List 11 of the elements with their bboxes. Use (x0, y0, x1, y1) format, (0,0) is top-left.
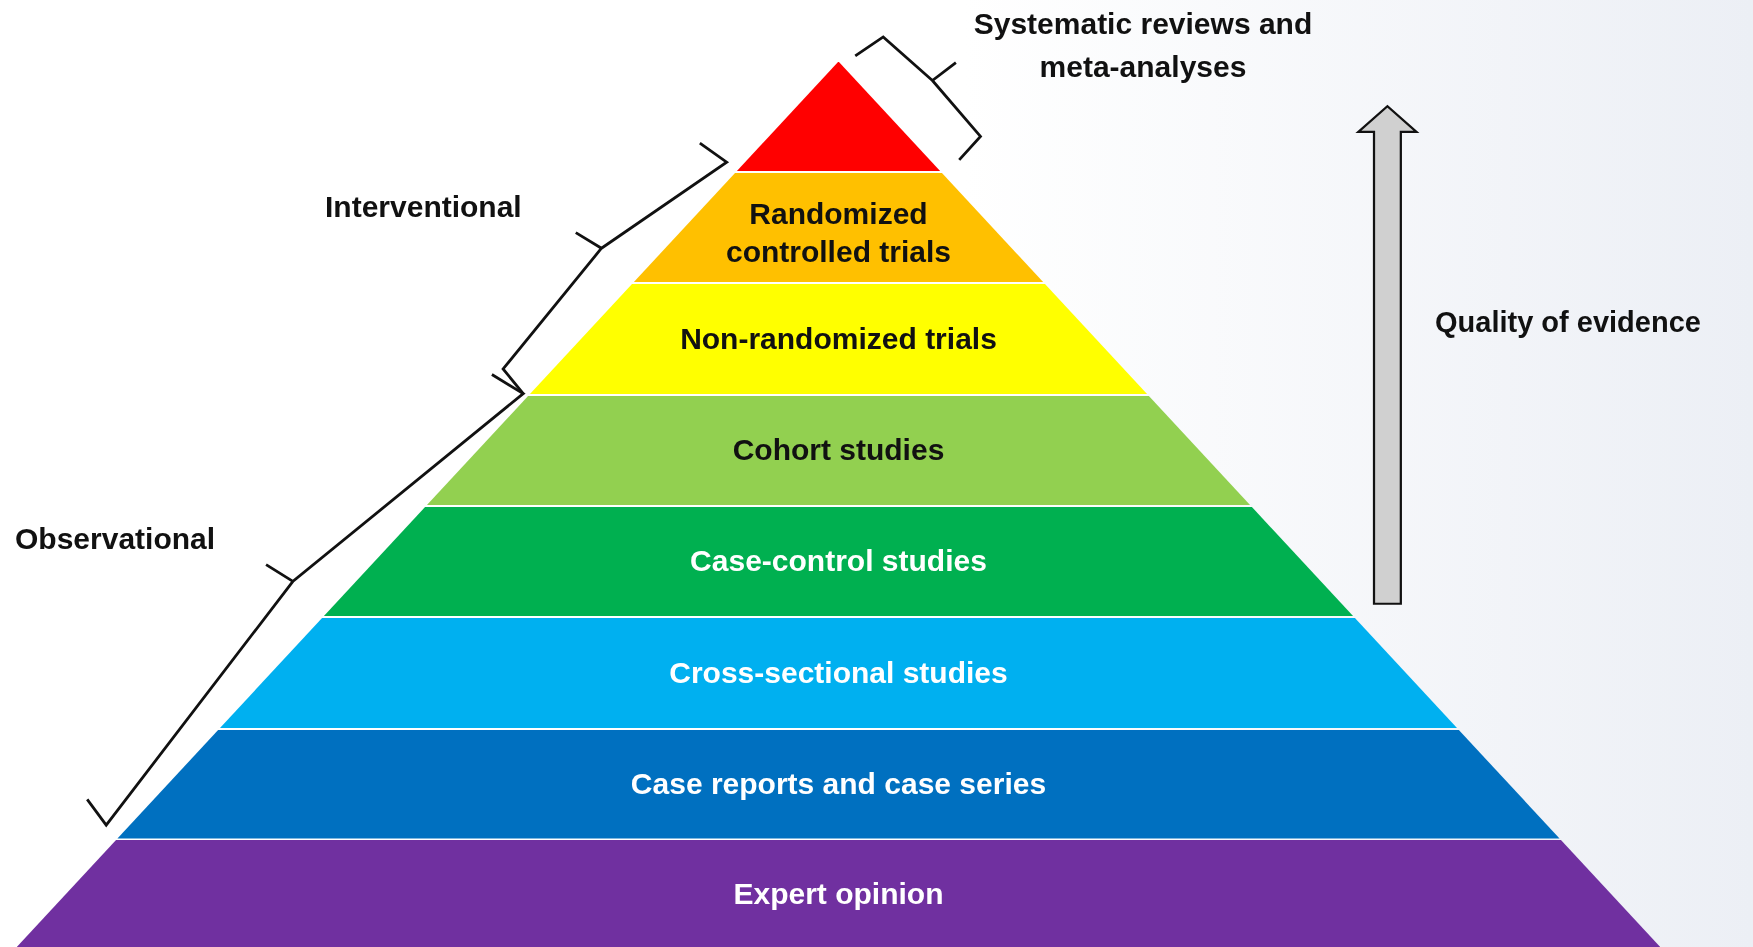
group-label: Interventional (325, 190, 522, 224)
group-label: Observational (15, 522, 216, 556)
tier-label: Randomized controlled trials (724, 195, 952, 270)
tier-label: Case reports and case series (630, 766, 1047, 802)
tier-label: Expert opinion (733, 875, 944, 912)
tier-label: Systematic reviews and meta-analyses (972, 5, 1314, 85)
tier-label: Cohort studies (732, 432, 945, 469)
tier-label: Case-control studies (690, 543, 987, 580)
tier-label: Non-randomized trials (680, 320, 997, 357)
group-label: Quality of evidence (1435, 306, 1701, 339)
tier-label: Cross-sectional studies (669, 654, 1008, 691)
